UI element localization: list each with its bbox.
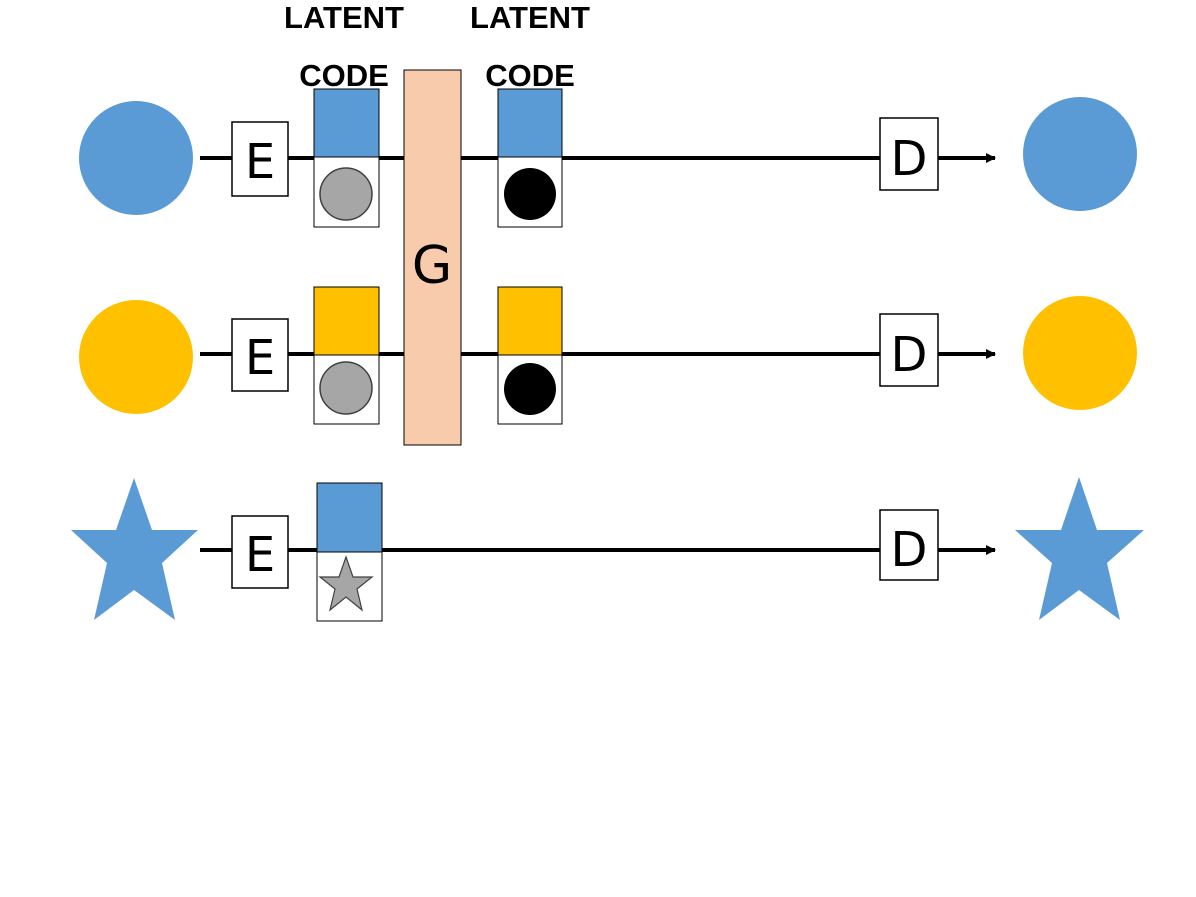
row1-decoder-label: D xyxy=(891,131,928,187)
row3-latent-code-color xyxy=(316,482,383,553)
row3-decoder-box xyxy=(879,509,939,581)
row2-transformed-code-color xyxy=(497,286,563,356)
row1-latent-code-color xyxy=(313,88,380,158)
generator-label: G xyxy=(412,236,452,296)
row2-decoder-box xyxy=(879,313,939,387)
row2-output-yellow-circle xyxy=(1023,296,1137,410)
latent-code-label-1-line1: LATENT xyxy=(284,0,404,35)
row2-input-yellow-circle xyxy=(79,300,193,414)
row3-encoder-box xyxy=(231,515,289,589)
latent-code-label-2-line2: CODE xyxy=(485,58,575,93)
generator-block xyxy=(403,69,462,446)
row1-input-blue-circle xyxy=(79,101,193,215)
row1-gray-circle-attribute xyxy=(319,167,373,221)
row3-encoder-label: E xyxy=(245,527,275,583)
latent-code-label-1-line2: CODE xyxy=(299,58,389,93)
row1-encoder-box xyxy=(231,121,289,197)
row3-decoder-label: D xyxy=(891,522,928,578)
row1-encoder-label: E xyxy=(245,134,275,190)
row1-transformed-code-color xyxy=(497,88,563,158)
row2-encoder-label: E xyxy=(245,330,275,386)
row2-gray-circle-attribute xyxy=(319,361,373,415)
row1-decoder-box xyxy=(879,117,939,191)
row2-latent-code-color xyxy=(313,286,380,356)
row3-gray-star-attribute xyxy=(318,555,374,612)
row1-output-blue-circle xyxy=(1023,97,1137,211)
row3-input-blue-star xyxy=(71,478,198,620)
row2-black-circle-attribute xyxy=(504,363,556,415)
row1-black-circle-attribute xyxy=(504,168,556,220)
row2-decoder-label: D xyxy=(891,327,928,383)
latent-code-label-2-line1: LATENT xyxy=(470,0,590,35)
row2-encoder-box xyxy=(231,318,289,392)
row3-output-blue-star xyxy=(1015,477,1144,620)
